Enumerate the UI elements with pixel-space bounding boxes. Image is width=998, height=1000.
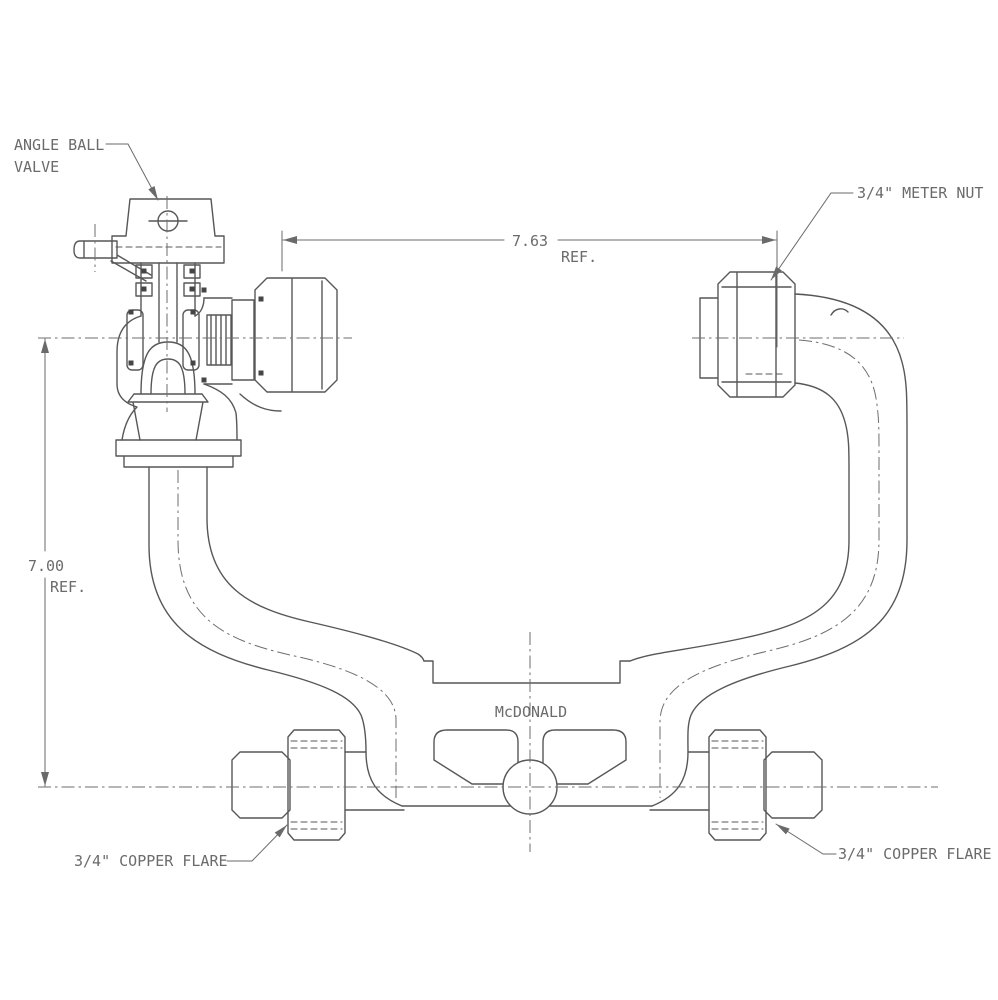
- flange-dot: [201, 287, 207, 293]
- lock-wing: [111, 198, 225, 264]
- bar-recess-right: [542, 729, 627, 785]
- v-dim-arrow-bottom: [41, 772, 49, 786]
- seat-dot: [190, 360, 196, 366]
- right-riser-pipe: [629, 293, 908, 807]
- left-copper-flare-fitting: [231, 729, 346, 841]
- flange-dot: [201, 377, 207, 383]
- packing-dot: [141, 286, 147, 292]
- left-pipe-centerline: [177, 470, 397, 798]
- left-flare-nut: [231, 751, 291, 819]
- h-dim-arrow-left: [283, 236, 297, 244]
- leader-line: [105, 143, 159, 201]
- bar-boss-edges: [344, 751, 710, 811]
- meter-nut: [699, 271, 796, 398]
- leader-copper-flare-left: 3/4" COPPER FLARE: [74, 824, 288, 870]
- nut-chamfer-arc: [239, 393, 282, 412]
- dimension-vertical: 7.00 REF.: [28, 338, 86, 787]
- right-flare-nut: [763, 751, 823, 819]
- coupling-nut: [254, 277, 338, 393]
- leader-arrow: [148, 186, 158, 200]
- left-riser-pipe: [148, 466, 425, 807]
- bar-top-edge: [423, 660, 631, 684]
- v-dim-value: 7.00: [28, 557, 64, 575]
- right-pipe-walls: [629, 293, 908, 807]
- h-dim-value: 7.63: [512, 232, 548, 250]
- tee-head: [73, 240, 152, 282]
- leader-line: [770, 192, 854, 281]
- left-flare-crown: [287, 729, 346, 841]
- h-dim-arrow-right: [762, 236, 776, 244]
- v-dim-suffix: REF.: [50, 578, 86, 596]
- meter-nut-hex: [699, 271, 796, 398]
- leader-angle-ball-valve: ANGLE BALL VALVE: [14, 136, 159, 201]
- h-dim-lines: [281, 230, 778, 348]
- copper-flare-right-label: 3/4" COPPER FLARE: [838, 845, 992, 863]
- leader-arrow: [771, 266, 782, 280]
- right-flare-crown: [708, 729, 767, 841]
- valve-outlet-coupling: [201, 277, 338, 412]
- dimension-horizontal: 7.63 REF.: [281, 230, 778, 348]
- valve-neck: [135, 262, 201, 343]
- h-dim-suffix: REF.: [561, 248, 597, 266]
- leader-arrow: [274, 825, 287, 838]
- spud-plate: [231, 299, 255, 381]
- ball-seat-left: [126, 309, 144, 371]
- leader-meter-nut: 3/4" METER NUT: [770, 184, 983, 281]
- brand-casting-text: McDONALD: [495, 703, 567, 721]
- centerlines: [38, 196, 938, 852]
- valve-flange: [115, 439, 242, 468]
- valve-body: [116, 297, 238, 441]
- nut-dot: [258, 296, 264, 302]
- leader-copper-flare-right: 3/4" COPPER FLARE: [775, 823, 992, 863]
- valve-base: [127, 393, 209, 441]
- packing-dot: [141, 268, 147, 274]
- gasket-hatch: [206, 314, 232, 366]
- valve-ball: [140, 341, 196, 395]
- angle-ball-valve-label-line1: ANGLE BALL: [14, 136, 104, 154]
- leader-line: [226, 824, 288, 862]
- meter-nut-label: 3/4" METER NUT: [857, 184, 983, 202]
- angle-ball-valve-label-line2: VALVE: [14, 158, 59, 176]
- right-copper-flare-fitting: [708, 729, 823, 841]
- seat-dot: [128, 309, 134, 315]
- leader-line: [775, 823, 837, 855]
- yoke-bar: [344, 660, 710, 815]
- packing-dot: [189, 286, 195, 292]
- right-pipe-centerline: [659, 339, 880, 798]
- packing-dot: [189, 268, 195, 274]
- angle-ball-valve: [73, 198, 242, 468]
- copper-flare-left-label: 3/4" COPPER FLARE: [74, 852, 228, 870]
- right-flare-thread-hidden: [711, 740, 764, 830]
- nut-dot: [258, 370, 264, 376]
- left-flare-thread-hidden: [290, 740, 343, 830]
- seat-dot: [190, 309, 196, 315]
- leader-arrow: [776, 824, 790, 835]
- seat-dot: [128, 360, 134, 366]
- v-dim-arrow-top: [41, 339, 49, 353]
- outlet-edges: [203, 297, 233, 385]
- right-pipe-boss-arc: [830, 308, 849, 316]
- left-pipe-walls: [148, 466, 425, 807]
